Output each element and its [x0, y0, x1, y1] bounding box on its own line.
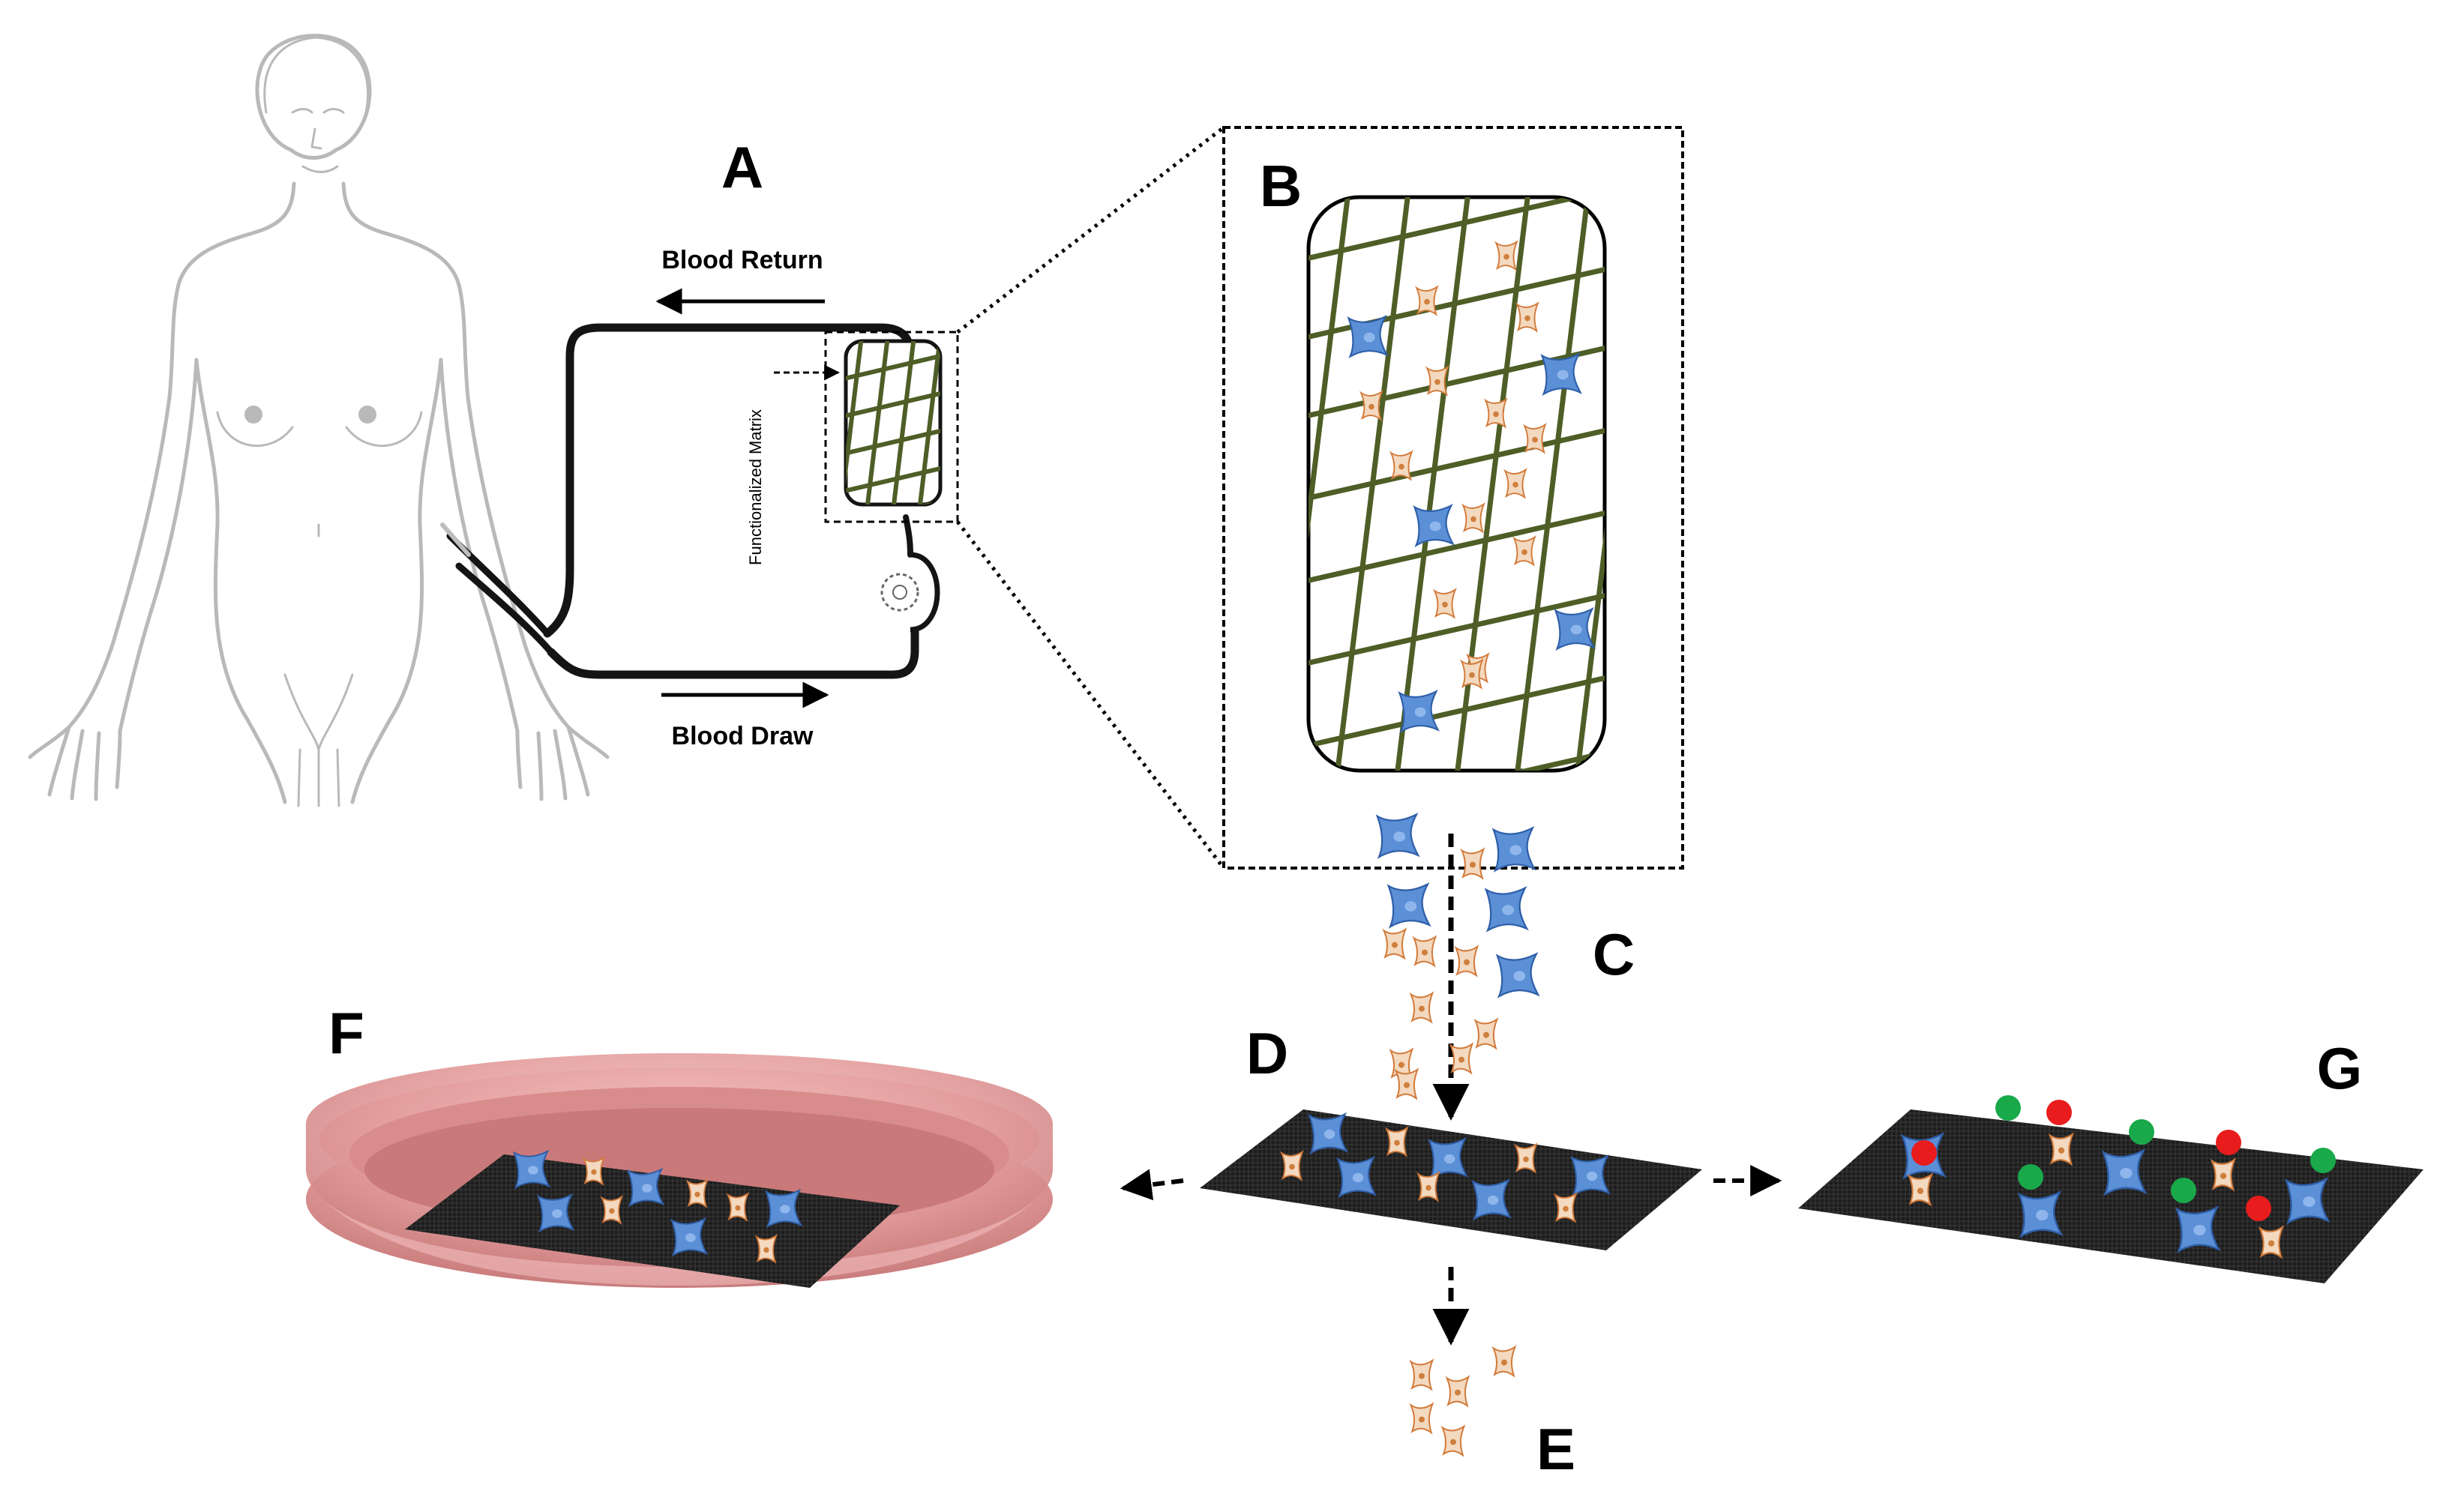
- flowthrough-cells: [1410, 1346, 1516, 1457]
- human-figure-outline: [28, 34, 610, 807]
- panel-label-c: C: [1593, 921, 1635, 987]
- blood-return-label: Blood Return: [661, 246, 823, 274]
- panel-label-g: G: [2317, 1035, 2363, 1101]
- panel-label-d: D: [1246, 1020, 1288, 1086]
- detection-markers: [1911, 1095, 2336, 1221]
- culture-dish: [306, 1053, 1053, 1288]
- zoom-box-small: [824, 331, 959, 523]
- blood-draw-label: Blood Draw: [672, 722, 814, 750]
- filter-membrane-g: [1798, 1109, 2424, 1283]
- pump-icon: [880, 552, 940, 633]
- eluted-cells: [1376, 813, 1539, 1100]
- panel-label-b: B: [1260, 153, 1302, 219]
- panel-label-a: A: [721, 134, 763, 200]
- panel-label-e: E: [1536, 1416, 1575, 1482]
- matrix-cartridge-small: [844, 339, 943, 507]
- arrow-to-dish: [1120, 1169, 1184, 1201]
- panel-label-f: F: [328, 1000, 364, 1066]
- matrix-cartridge-large: [1306, 195, 1607, 773]
- zoom-connector-lines: [956, 126, 1225, 870]
- functionalized-matrix-label: Functionalized Matrix: [746, 409, 765, 565]
- filter-membrane-d: [1200, 1109, 1702, 1250]
